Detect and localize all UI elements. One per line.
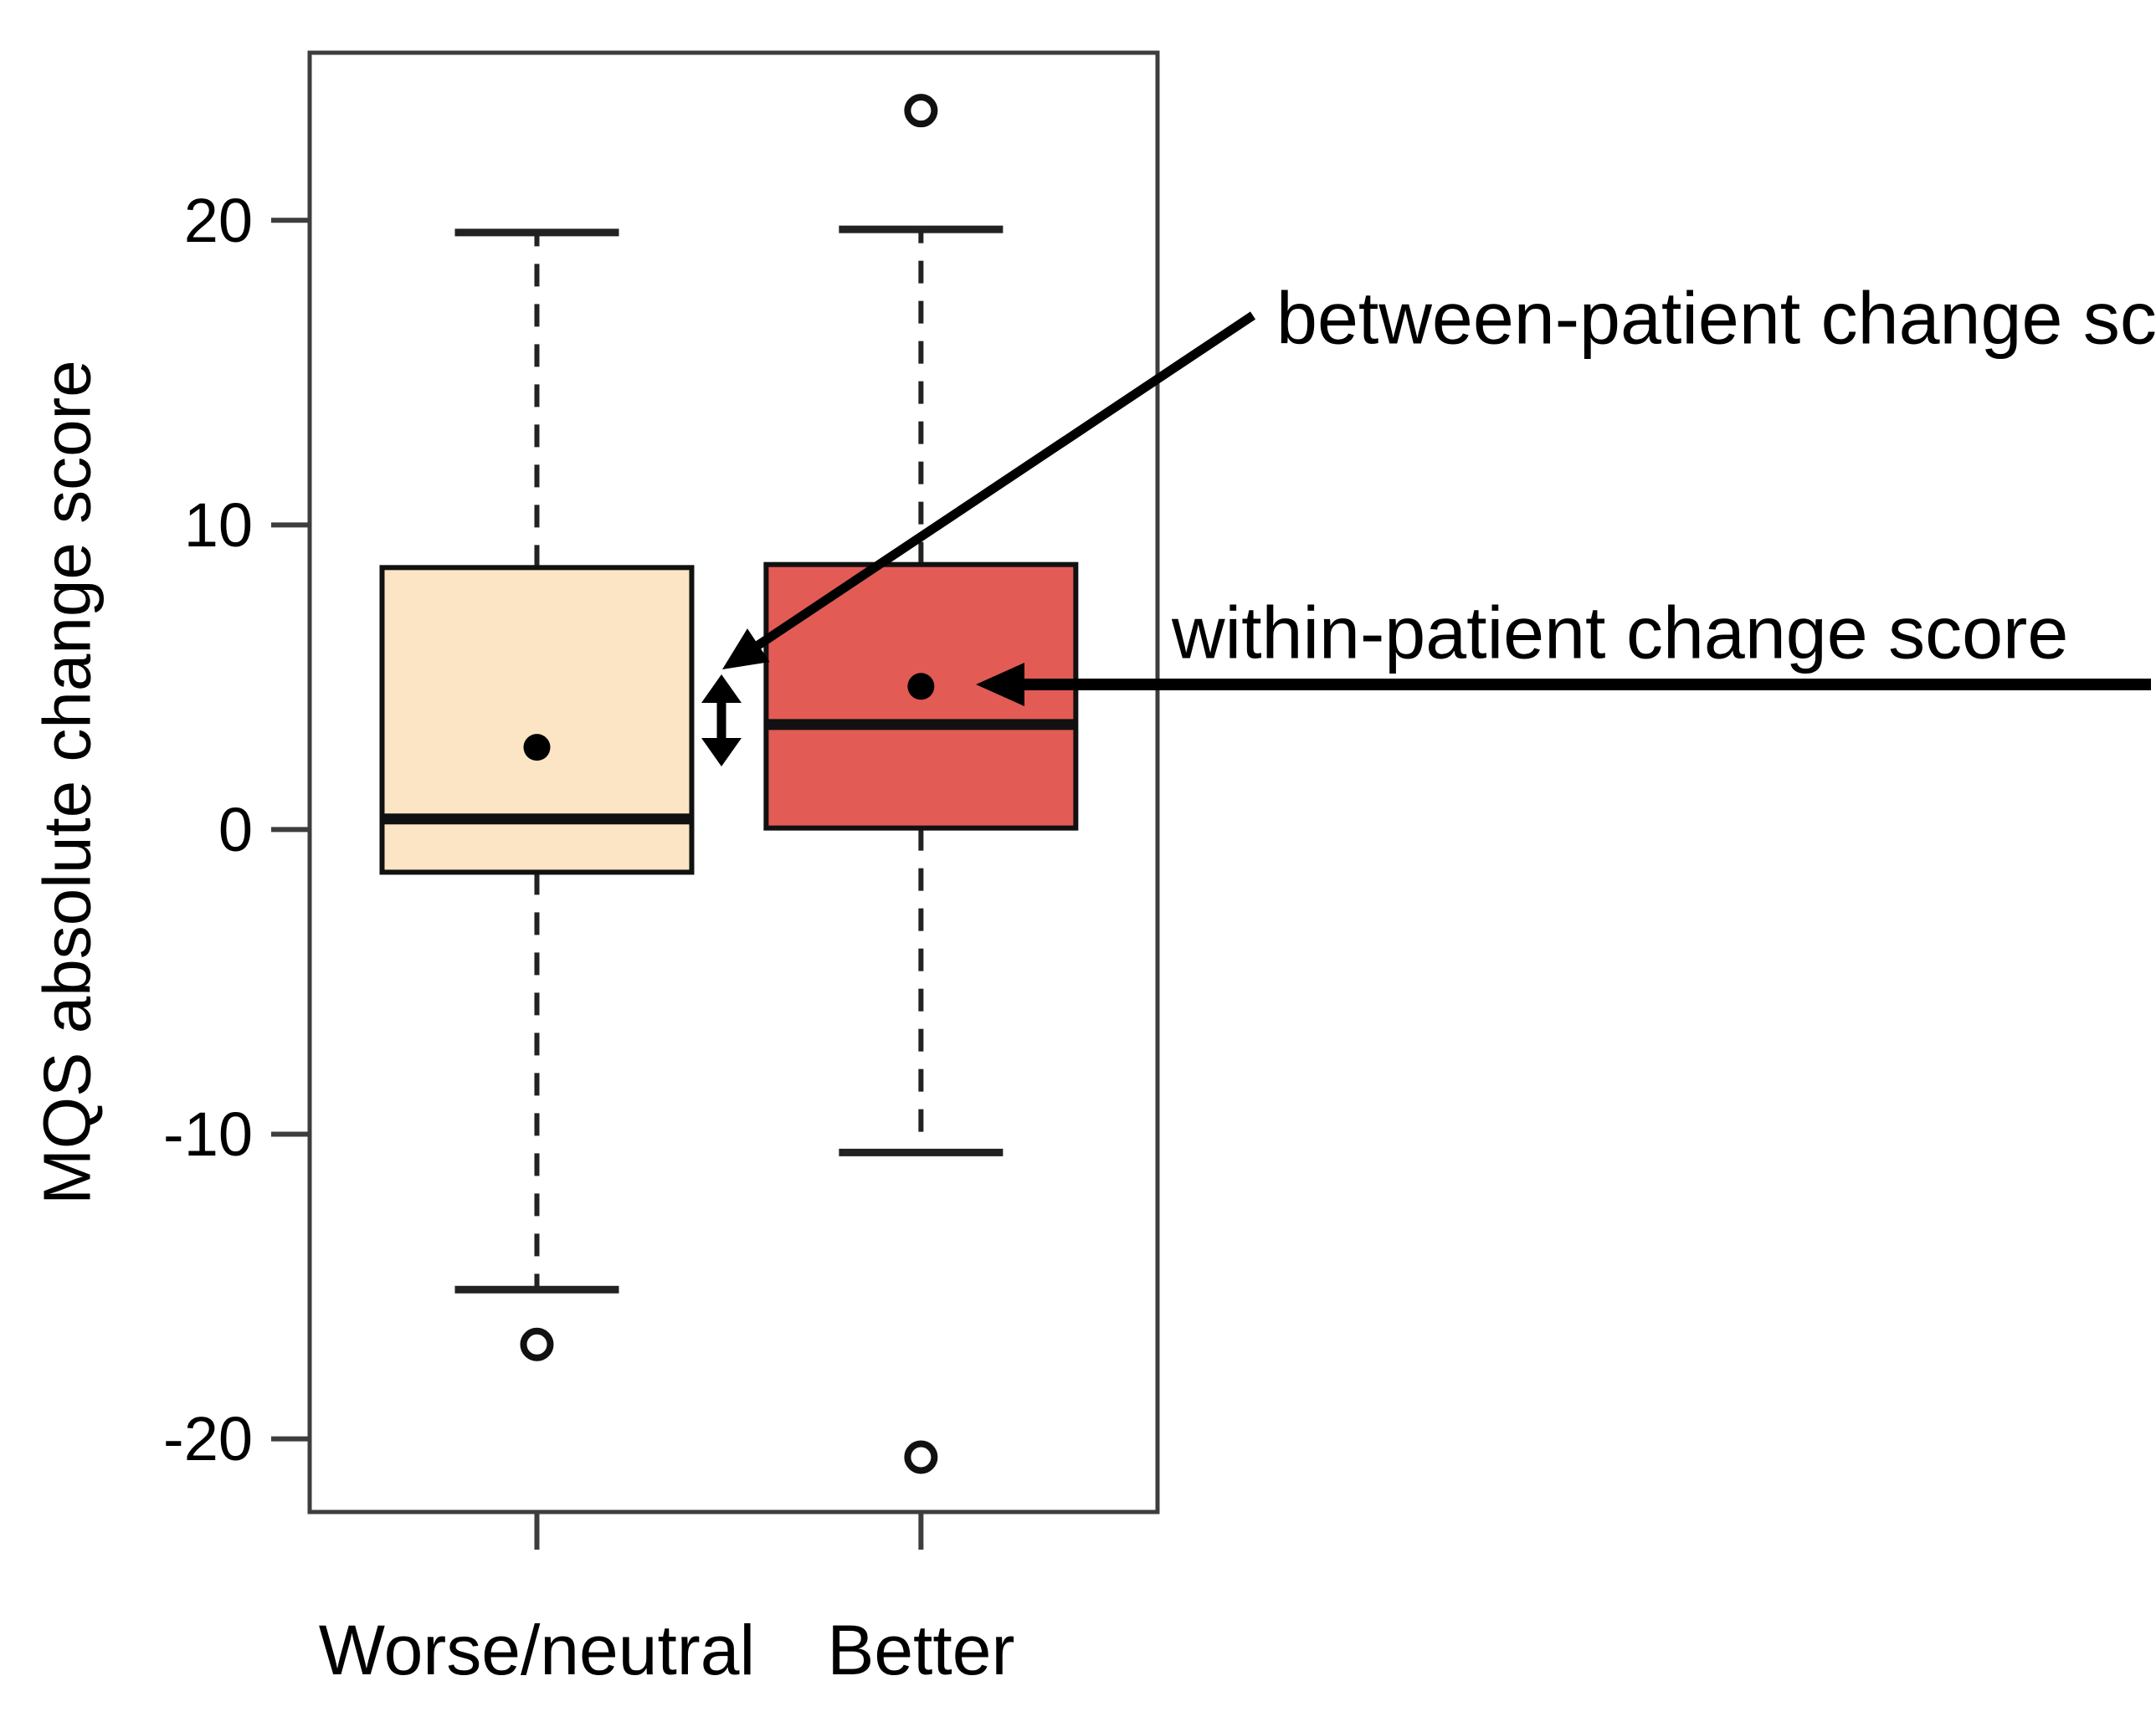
- plot-frame: [307, 50, 1160, 1514]
- iqr-box-worse-neutral: [379, 565, 695, 875]
- y-axis-tick-label: 20: [184, 186, 253, 255]
- y-axis-tick-label: -20: [163, 1404, 253, 1473]
- mean-dot-worse-neutral: [523, 734, 551, 761]
- y-axis-tick-label: -10: [163, 1099, 253, 1169]
- y-axis-title: MQS absolute change score: [30, 360, 105, 1204]
- between-patient-arrowhead-icon: [722, 628, 770, 669]
- category-label-worse-neutral: Worse/neutral: [319, 1611, 755, 1689]
- double-arrow-up-head-icon: [701, 674, 742, 703]
- y-axis-tick-label: 10: [184, 490, 253, 560]
- between-patient-annotation-label: between-patient change score: [1276, 277, 2156, 360]
- between-patient-arrow-shaft: [755, 311, 1256, 649]
- y-axis-tick-label: 0: [218, 795, 253, 864]
- outlier-worse-neutral: [520, 1327, 554, 1361]
- outlier-better: [904, 1440, 938, 1474]
- within-patient-arrowhead-icon: [976, 663, 1024, 706]
- mean-dot-better: [907, 673, 935, 700]
- double-arrow-down-head-icon: [701, 738, 742, 766]
- outlier-better: [904, 94, 938, 128]
- category-label-better: Better: [827, 1611, 1014, 1689]
- within-patient-annotation-label: within-patient change score: [1171, 592, 2068, 674]
